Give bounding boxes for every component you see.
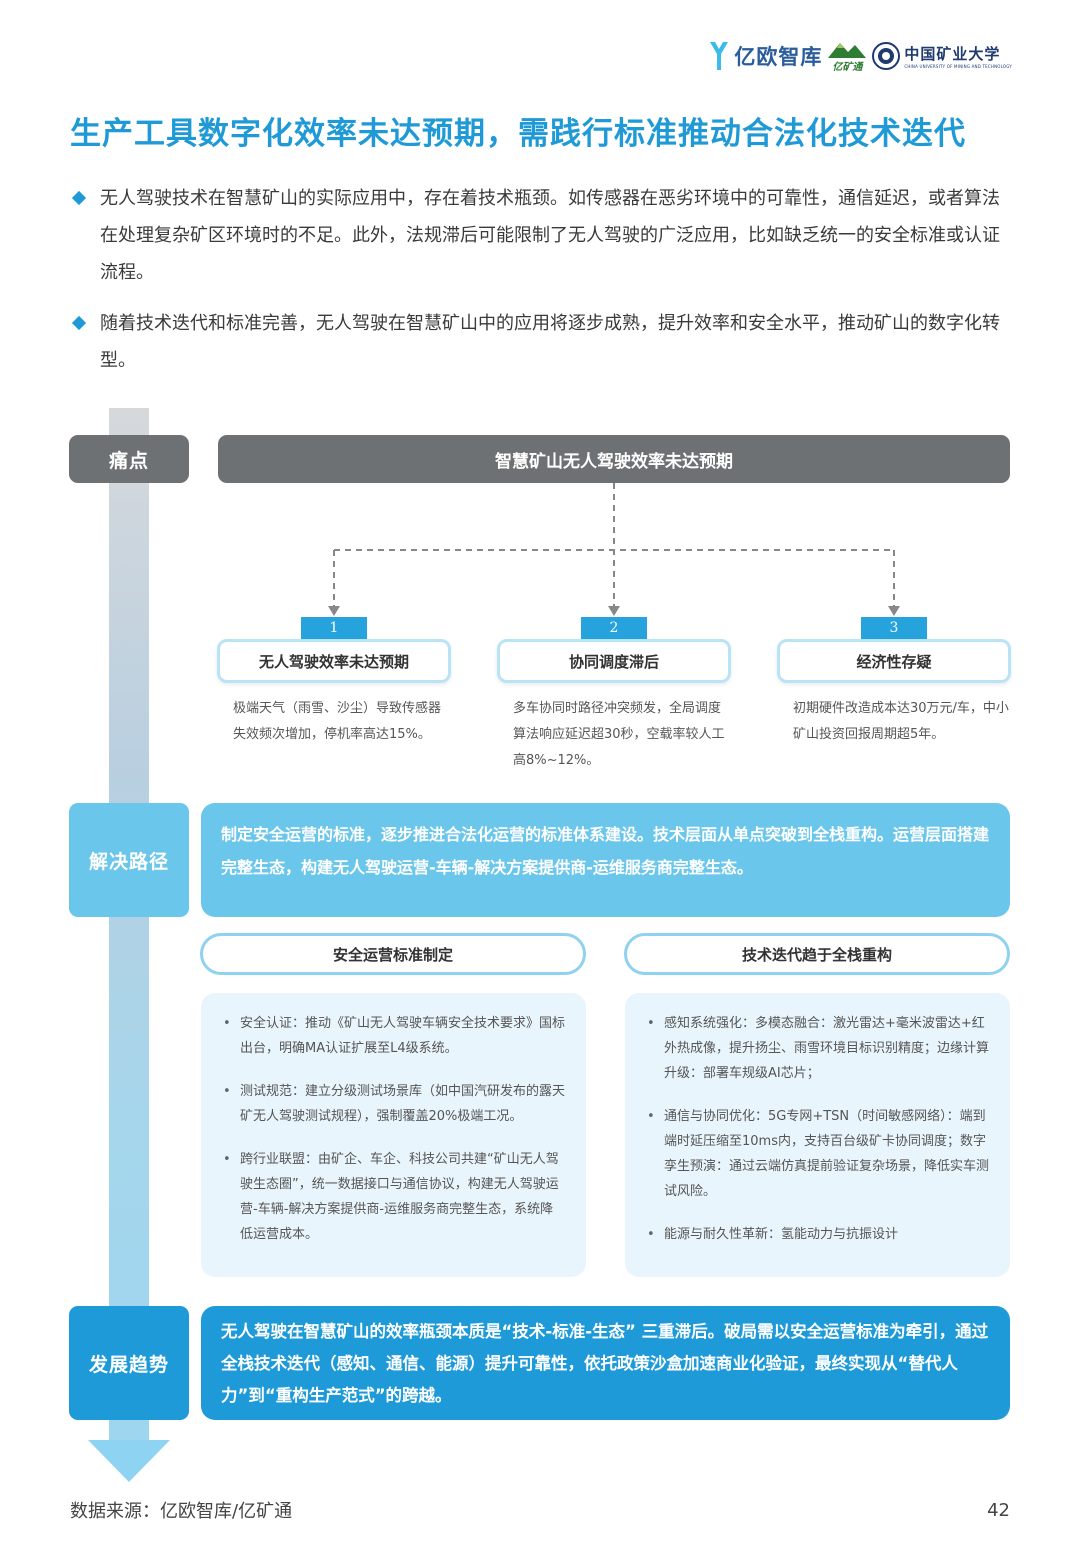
pain-point-label: 痛点	[69, 435, 189, 483]
vertical-flow-bar	[109, 408, 149, 1444]
cumt-name-en: CHINA UNIVERSITY OF MINING AND TECHNOLOG…	[904, 64, 1012, 69]
diamond-bullet-icon	[71, 190, 87, 206]
list-item: 跨行业联盟：由矿企、车企、科技公司共建“矿山无人驾驶生态圈”，统一数据接口与通信…	[223, 1147, 566, 1247]
data-source: 数据来源：亿欧智库/亿矿通	[70, 1501, 293, 1522]
cumt-logo: 中国矿业大学 CHINA UNIVERSITY OF MINING AND TE…	[872, 42, 1012, 70]
list-item: 测试规范：建立分级测试场景库（如中国汽研发布的露天矿无人驾驶测试规程），强制覆盖…	[223, 1079, 566, 1129]
page-title: 生产工具数字化效率未达预期，需践行标准推动合法化技术迭代	[70, 116, 966, 152]
diamond-bullet-icon	[71, 315, 87, 331]
mountain-icon	[828, 42, 867, 58]
intro-bullet-text: 无人驾驶技术在智慧矿山的实际应用中，存在着技术瓶颈。如传感器在恶劣环境中的可靠性…	[100, 188, 1000, 283]
pain-card-title: 经济性存疑	[777, 639, 1011, 683]
yiou-logo-text: 亿欧智库	[734, 45, 823, 69]
trend-label: 发展趋势	[69, 1306, 189, 1420]
yiou-logo: 亿欧智库	[708, 40, 822, 72]
trend-summary: 无人驾驶在智慧矿山的效率瓶颈本质是“技术-标准-生态” 三重滞后。破局需以安全运…	[201, 1306, 1010, 1420]
yiou-logo-icon	[710, 42, 729, 70]
intro-bullet-text: 随着技术迭代和标准完善，无人驾驶在智慧矿山中的应用将逐步成熟，提升效率和安全水平…	[100, 313, 1000, 371]
sub-section-panel: 感知系统强化：多模态融合：激光雷达+毫米波雷达+红外热成像，提升扬尘、雨雪环境目…	[625, 993, 1010, 1277]
pain-card-desc: 初期硬件改造成本达30万元/车，中小矿山投资回报周期超5年。	[793, 701, 1009, 742]
sub-section-panel: 安全认证：推动《矿山无人驾驶车辆安全技术要求》国标出台，明确MA认证扩展至L4级…	[201, 993, 586, 1277]
pain-card-title: 协同调度滞后	[497, 639, 731, 683]
header-logos: 亿欧智库 亿矿通 中国矿业大学 CHINA UNIVERSITY OF MINI…	[708, 36, 1012, 76]
yikuangtong-logo-text: 亿矿通	[832, 61, 863, 73]
yikuangtong-logo: 亿矿通	[828, 40, 867, 73]
sub-section-title: 技术迭代趋于全栈重构	[624, 933, 1010, 975]
sub-section-title: 安全运营标准制定	[200, 933, 586, 975]
pain-header-bar: 智慧矿山无人驾驶效率未达预期	[218, 435, 1010, 483]
solution-path-label: 解决路径	[69, 803, 189, 917]
intro-bullet: 随着技术迭代和标准完善，无人驾驶在智慧矿山中的应用将逐步成熟，提升效率和安全水平…	[70, 305, 1015, 379]
list-item: 通信与协同优化：5G专网+TSN（时间敏感网络）：端到端时延压缩至10ms内，支…	[647, 1104, 990, 1204]
intro-bullets: 无人驾驶技术在智慧矿山的实际应用中，存在着技术瓶颈。如传感器在恶劣环境中的可靠性…	[70, 180, 1015, 393]
pain-number-tab: 2	[581, 617, 647, 639]
down-arrow-icon	[88, 1440, 170, 1482]
pain-number-tab: 3	[861, 617, 927, 639]
pain-number-tab: 1	[301, 617, 367, 639]
solution-summary: 制定安全运营的标准，逐步推进合法化运营的标准体系建设。技术层面从单点突破到全栈重…	[201, 803, 1010, 917]
cumt-name-cn: 中国矿业大学	[904, 45, 1001, 63]
pain-card-desc: 极端天气（雨雪、沙尘）导致传感器失效频次增加，停机率高达15%。	[233, 701, 442, 742]
list-item: 安全认证：推动《矿山无人驾驶车辆安全技术要求》国标出台，明确MA认证扩展至L4级…	[223, 1011, 566, 1061]
pain-card-desc: 多车协同时路径冲突频发，全局调度算法响应延迟超30秒，空载率较人工高8%~12%…	[513, 701, 725, 768]
university-seal-icon	[872, 42, 901, 70]
list-item: 能源与耐久性革新：氢能动力与抗振设计	[647, 1222, 990, 1247]
pain-card-title: 无人驾驶效率未达预期	[217, 639, 451, 683]
page-number: 42	[987, 1500, 1010, 1521]
intro-bullet: 无人驾驶技术在智慧矿山的实际应用中，存在着技术瓶颈。如传感器在恶劣环境中的可靠性…	[70, 180, 1015, 291]
list-item: 感知系统强化：多模态融合：激光雷达+毫米波雷达+红外热成像，提升扬尘、雨雪环境目…	[647, 1011, 990, 1086]
